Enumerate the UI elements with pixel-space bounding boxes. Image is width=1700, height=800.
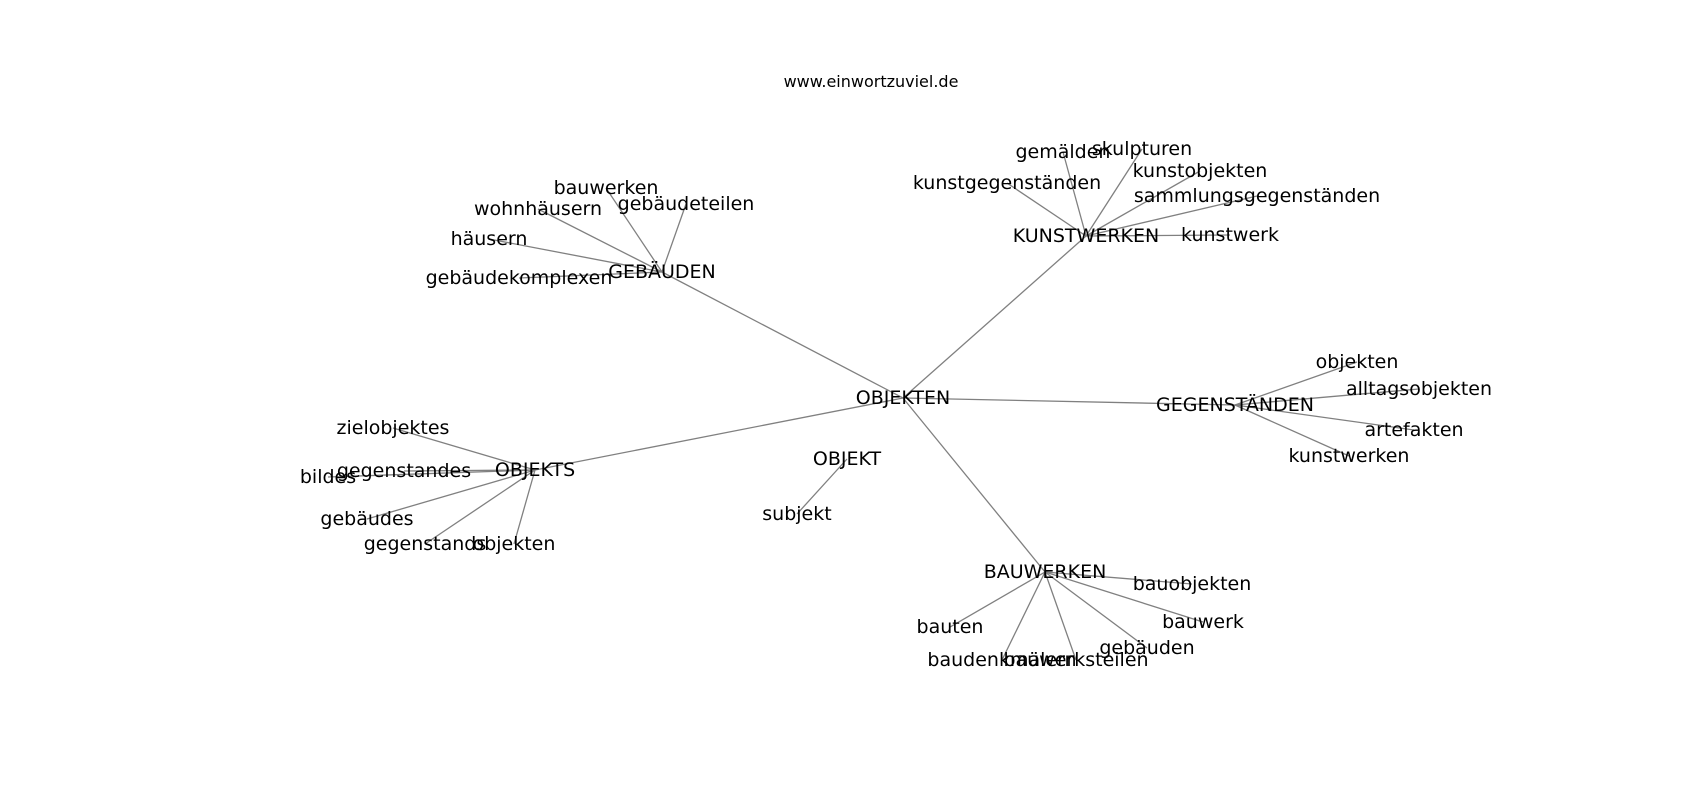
edge-gebaeuden-to-wohnhaeusern bbox=[537, 208, 663, 273]
node-bauobjekten: bauobjekten bbox=[1133, 573, 1252, 595]
edge-kunstwerken-to-skulpturen bbox=[1085, 148, 1143, 237]
edge-bauwerken-to-baudenkmaelern bbox=[1001, 571, 1046, 661]
node-gebaeuden: gebäuden bbox=[1099, 637, 1194, 659]
node-kunstwerken: kunstwerken bbox=[1289, 445, 1410, 467]
edge-objekts-to-bildes bbox=[327, 469, 536, 478]
edge-objekten-to-gebaeuden bbox=[661, 271, 904, 399]
edge-objekten-to-bauwerken bbox=[902, 397, 1046, 573]
node-wohnhaeusern: wohnhäusern bbox=[474, 198, 602, 220]
edge-objekten-to-gegenstaenden bbox=[902, 397, 1236, 406]
edge-kunstwerken-to-kunstwerk bbox=[1085, 234, 1231, 237]
node-sammlungsgegenstaenden: sammlungsgegenständen bbox=[1134, 185, 1380, 207]
edge-kunstwerken-to-kunstgegenstaenden bbox=[1006, 182, 1087, 237]
edge-objekts-to-objekten-o bbox=[513, 469, 536, 545]
edge-gebaeuden-to-gebaeudeteilen bbox=[661, 203, 687, 273]
site-credit: www.einwortzuviel.de bbox=[783, 72, 959, 91]
node-gegenstands: gegenstands bbox=[364, 533, 487, 555]
edge-gegenstaenden-to-objekten-g bbox=[1234, 361, 1358, 406]
node-kunstwerken: KUNSTWERKEN bbox=[1013, 225, 1159, 247]
node-label-group: OBJEKTEN GEBÄUDEN KUNSTWERKEN GEGENSTÄNDEN O… bbox=[300, 138, 1492, 671]
node-subjekt: subjekt bbox=[762, 503, 831, 525]
edge-kunstwerken-to-kunstobjekten bbox=[1085, 170, 1201, 237]
edge-gebaeuden-to-haeusern bbox=[488, 238, 663, 273]
node-objekt: OBJEKT bbox=[813, 448, 882, 470]
edge-bauwerken-to-bauwerksteilen bbox=[1044, 571, 1077, 661]
node-bauwerken: bauwerken bbox=[554, 177, 659, 199]
node-baudenkmaelern: baudenkmälern bbox=[927, 649, 1076, 671]
edge-gegenstaenden-to-alltagsobjekten bbox=[1234, 388, 1420, 406]
node-bauten: bauten bbox=[917, 616, 984, 638]
edge-group bbox=[327, 148, 1420, 661]
edge-objekts-to-gegenstands bbox=[424, 469, 536, 545]
edge-gebaeuden-to-bauwerken bbox=[605, 187, 663, 273]
node-haeusern: häusern bbox=[451, 228, 528, 250]
node-objekten: OBJEKTEN bbox=[856, 387, 950, 409]
edge-objekt-to-subjekt bbox=[796, 458, 848, 515]
edge-kunstwerken-to-sammlungsgegenstaenden bbox=[1085, 195, 1258, 237]
edge-gegenstaenden-to-artefakten bbox=[1234, 404, 1415, 431]
edge-gebaeuden-to-gebaeudekomplexen bbox=[518, 271, 663, 279]
node-objekten-g: objekten bbox=[1316, 351, 1399, 373]
node-objekten-o: objekten bbox=[473, 533, 556, 555]
node-gemaelden: gemälden bbox=[1016, 141, 1111, 163]
edge-bauwerken-to-bauwerk bbox=[1044, 571, 1204, 623]
node-objekts: OBJEKTS bbox=[495, 459, 575, 481]
edge-bauwerken-to-gebaeuden bbox=[1044, 571, 1148, 649]
node-bauwerken: BAUWERKEN bbox=[984, 561, 1107, 583]
node-gebaeudes: gebäudes bbox=[320, 508, 413, 530]
node-artefakten: artefakten bbox=[1364, 419, 1463, 441]
node-gegenstaenden: GEGENSTÄNDEN bbox=[1156, 393, 1314, 416]
node-gegenstandes: gegenstandes bbox=[337, 460, 471, 482]
node-bauwerksteilen: bauwerksteilen bbox=[1003, 649, 1148, 671]
node-gebaeuden: GEBÄUDEN bbox=[608, 260, 716, 283]
edge-gegenstaenden-to-kunstwerken bbox=[1234, 404, 1350, 457]
node-kunstobjekten: kunstobjekten bbox=[1133, 160, 1268, 182]
edge-kunstwerken-to-gemaelden bbox=[1062, 151, 1087, 237]
node-gebaeudeteilen: gebäudeteilen bbox=[618, 193, 755, 215]
node-zielobjektes: zielobjektes bbox=[337, 417, 450, 439]
node-bauwerk: bauwerk bbox=[1162, 611, 1244, 633]
node-gebaeudekomplexen: gebäudekomplexen bbox=[426, 267, 613, 289]
edge-bauwerken-to-bauobjekten bbox=[1044, 571, 1193, 585]
edge-objekts-to-gebaeudes bbox=[366, 469, 536, 520]
node-skulpturen: skulpturen bbox=[1092, 138, 1192, 160]
edge-bauwerken-to-bauten bbox=[949, 571, 1046, 628]
node-kunstgegenstaenden: kunstgegenständen bbox=[913, 172, 1101, 194]
node-bildes: bildes bbox=[300, 466, 356, 488]
edge-objekts-to-zielobjektes bbox=[392, 427, 536, 471]
edge-objekten-to-objekts bbox=[534, 397, 904, 471]
edge-objekten-to-kunstwerken bbox=[902, 235, 1087, 399]
node-kunstwerk: kunstwerk bbox=[1181, 224, 1279, 246]
node-alltagsobjekten: alltagsobjekten bbox=[1346, 378, 1492, 400]
